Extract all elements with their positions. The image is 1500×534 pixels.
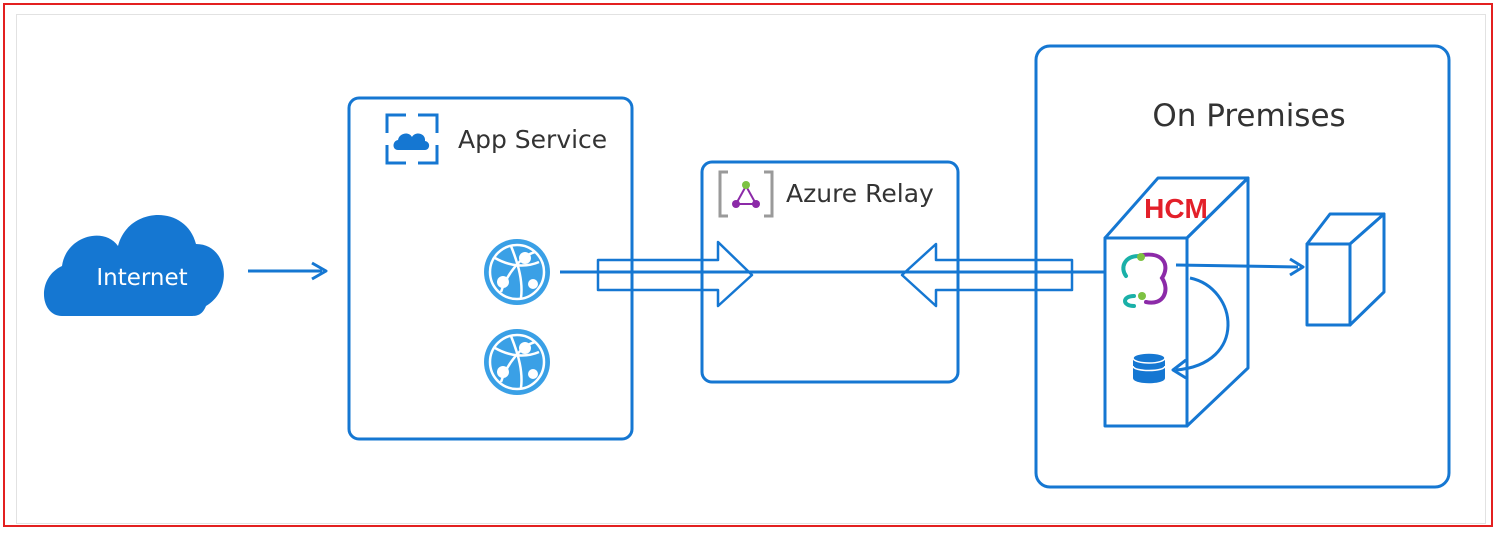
azure-relay-title: Azure Relay xyxy=(786,179,934,208)
diagram-panel xyxy=(16,14,1486,524)
outbound-arrow xyxy=(596,240,754,308)
app-service-icon xyxy=(384,112,440,166)
web-app-icon xyxy=(484,239,550,305)
hcm-to-server-arrow xyxy=(1175,257,1305,277)
azure-relay-icon xyxy=(718,170,774,218)
web-app-icon xyxy=(484,329,550,395)
on-premises-title: On Premises xyxy=(1152,98,1345,134)
internet-label: Internet xyxy=(96,265,187,291)
cloud-icon xyxy=(43,214,224,316)
app-service-title: App Service xyxy=(458,125,607,154)
hcm-label: HCM xyxy=(1144,193,1208,224)
on-premises-box xyxy=(1034,44,1451,489)
inbound-arrow xyxy=(900,242,1074,308)
database-icon xyxy=(1132,352,1166,384)
server-icon xyxy=(1305,212,1386,327)
hybrid-connection-manager-icon xyxy=(1121,252,1168,308)
hcm-to-database-arrow xyxy=(1171,276,1230,380)
outer-frame xyxy=(3,3,1493,527)
internet-to-app-arrow xyxy=(248,261,328,281)
